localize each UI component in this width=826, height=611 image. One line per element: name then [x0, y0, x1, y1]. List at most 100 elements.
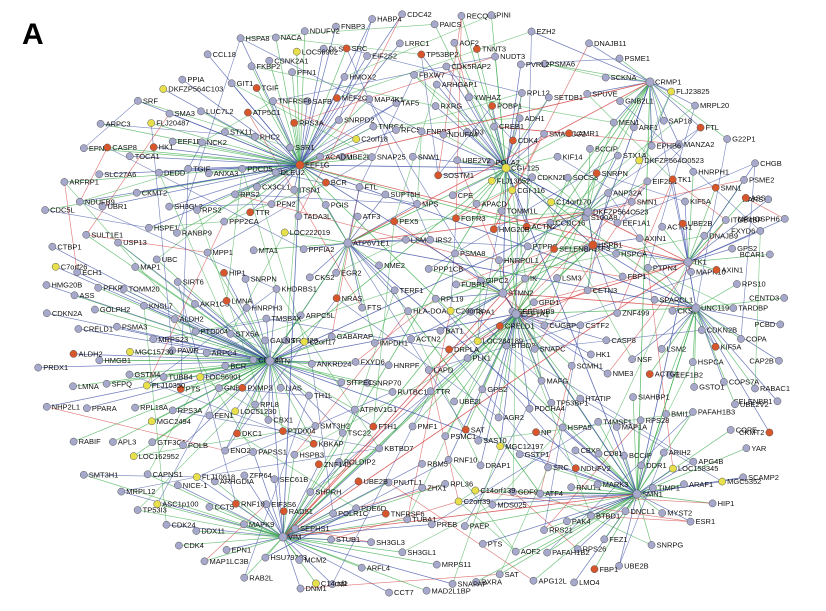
gene-node: POLR1C	[329, 509, 369, 518]
gene-node: TADA3L	[294, 212, 331, 221]
gene-label: PDCHA4	[535, 404, 565, 413]
gray-gene-marker	[601, 73, 610, 82]
red-gene-marker	[279, 427, 287, 435]
interaction-edge	[695, 307, 781, 325]
gray-gene-marker	[476, 461, 485, 470]
gene-label: LOC56901	[205, 373, 241, 382]
gene-label: PPP2CA	[229, 217, 259, 226]
interaction-edge	[480, 313, 517, 466]
gene-label: STUB1	[336, 535, 360, 544]
gray-gene-marker	[48, 242, 57, 251]
gene-node: RPS26	[573, 545, 606, 554]
gray-gene-marker	[261, 336, 269, 345]
gray-gene-marker	[460, 522, 469, 530]
gene-label: PTPN4	[653, 263, 677, 272]
gray-gene-marker	[162, 520, 171, 529]
gene-node: LSM2	[657, 345, 686, 354]
gene-node: DNCL1	[621, 507, 655, 516]
interaction-edge	[695, 307, 778, 402]
interaction-edge	[240, 37, 422, 132]
red-gene-marker	[290, 119, 299, 127]
interaction-edge	[493, 167, 507, 230]
gene-label: MAPK9	[249, 520, 274, 529]
gene-node: PSMA3	[113, 322, 147, 331]
interaction-edge	[299, 129, 397, 166]
interaction-edge	[336, 31, 532, 99]
gene-label: RPL19	[441, 294, 464, 303]
interaction-edge	[477, 325, 501, 342]
gene-node: RPS2	[231, 190, 260, 199]
gene-label: FLJ20487	[156, 119, 189, 128]
interaction-edge	[269, 360, 284, 432]
interaction-edge	[64, 164, 301, 183]
red-gene-marker	[333, 94, 341, 102]
gene-label: ZNF145	[324, 460, 351, 469]
interaction-edge	[355, 298, 436, 363]
yellow-gene-marker	[193, 473, 201, 481]
interaction-edge	[225, 430, 284, 451]
gray-gene-marker	[451, 249, 459, 258]
yellow-gene-marker	[300, 337, 309, 346]
gene-label: MPHOSPH6	[738, 214, 780, 223]
gene-node: HMGB1	[95, 356, 131, 365]
red-gene-marker	[461, 425, 470, 434]
gene-node: ARAF1	[680, 480, 713, 489]
gray-gene-marker	[728, 244, 736, 253]
interaction-edge	[515, 313, 552, 403]
gene-node: CDKN2A	[42, 309, 82, 318]
gene-label: LOC162952	[139, 452, 179, 461]
gray-gene-marker	[586, 144, 594, 153]
gene-label: BCR	[331, 178, 347, 187]
gene-label: C20orf8	[456, 306, 483, 315]
gene-label: FTL	[364, 183, 377, 192]
gene-label: SETDB1	[554, 93, 583, 102]
gray-gene-marker	[296, 584, 305, 593]
gene-label: C7orf26	[61, 262, 88, 271]
gray-gene-marker	[384, 478, 393, 487]
gray-gene-marker	[740, 176, 748, 184]
gene-node: CBX8	[571, 446, 600, 455]
interaction-edge	[269, 211, 589, 362]
gene-node: TGIF	[252, 84, 279, 93]
interaction-edge	[347, 242, 697, 309]
interaction-edge	[695, 307, 716, 347]
gray-gene-marker	[729, 304, 738, 312]
gene-label: TNFRSF6	[278, 97, 312, 106]
gene-node: TGIF	[184, 164, 211, 173]
gene-node: UBE2I	[450, 397, 481, 406]
gene-node: YWHAZ	[465, 93, 501, 102]
gray-gene-marker	[75, 197, 84, 206]
interaction-edge	[546, 493, 638, 553]
gene-label: EZH2	[537, 27, 556, 36]
interaction-edge	[456, 284, 504, 294]
interaction-edge	[356, 483, 446, 509]
gene-node: HSPCA	[688, 358, 724, 367]
gene-label: SMT3H1	[89, 470, 119, 479]
gray-gene-marker	[583, 207, 593, 217]
gray-gene-marker	[385, 588, 393, 597]
gene-label: ARPC3	[106, 119, 131, 128]
interaction-edge	[299, 138, 357, 166]
gray-gene-marker	[168, 137, 177, 146]
gene-label: SEPHS1	[300, 524, 330, 533]
gene-node: HIP1	[708, 499, 734, 508]
gene-node: CAP2B	[749, 356, 783, 365]
gray-gene-marker	[525, 404, 534, 413]
gene-node: SITPEC	[337, 378, 374, 387]
interaction-edge	[534, 329, 702, 350]
interaction-edge	[282, 464, 320, 538]
gene-node: CKS2	[305, 273, 334, 282]
interaction-edge	[269, 360, 314, 444]
gray-gene-marker	[226, 330, 235, 338]
gene-label: LAPD	[434, 366, 454, 375]
interaction-edge	[282, 519, 408, 538]
yellow-gene-marker	[312, 579, 320, 588]
gene-node: ANXA3	[204, 169, 238, 178]
gene-node: PGIS	[321, 200, 349, 209]
gene-label: ATP6V1E1	[353, 239, 390, 248]
gray-gene-marker	[739, 473, 747, 482]
gene-label: LMO4	[579, 578, 599, 587]
gene-node: HLA-DOA1	[404, 307, 451, 316]
gene-node: EIF2S2	[363, 52, 397, 61]
